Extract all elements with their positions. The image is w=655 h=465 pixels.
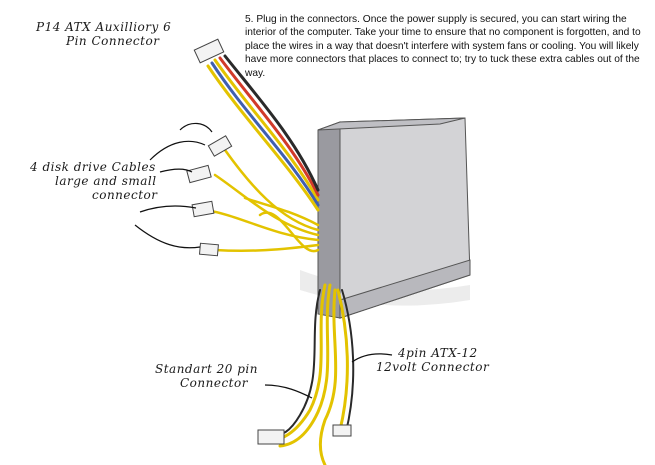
disk-label-line1: 4 disk drive Cables [30, 160, 158, 174]
disk-label-line3: connector [30, 188, 158, 202]
standard-20pin-label: Standart 20 pin Connector [155, 362, 258, 390]
instruction-text: 5. Plug in the connectors. Once the powe… [245, 13, 645, 80]
disk-label-line2: large and small [30, 174, 158, 188]
atx12-connector-label: 4pin ATX-12 12volt Connector [398, 346, 489, 374]
aux-label-line1: P14 ATX Auxilliory 6 [36, 20, 171, 34]
aux-connector-label: P14 ATX Auxilliory 6 Pin Connector [36, 20, 171, 48]
aux-label-line2: Pin Connector [36, 34, 171, 48]
main-20pin-connector-plug [258, 430, 284, 444]
disk-drive-connectors [187, 136, 232, 256]
std-label-line2: Connector [155, 376, 258, 390]
atx12-label-line1: 4pin ATX-12 [398, 346, 489, 360]
disk-drive-label: 4 disk drive Cables large and small conn… [30, 160, 158, 202]
atx12-connector-plug [333, 425, 351, 436]
std-label-line1: Standart 20 pin [155, 362, 258, 376]
atx12-label-line2: 12volt Connector [376, 360, 489, 374]
